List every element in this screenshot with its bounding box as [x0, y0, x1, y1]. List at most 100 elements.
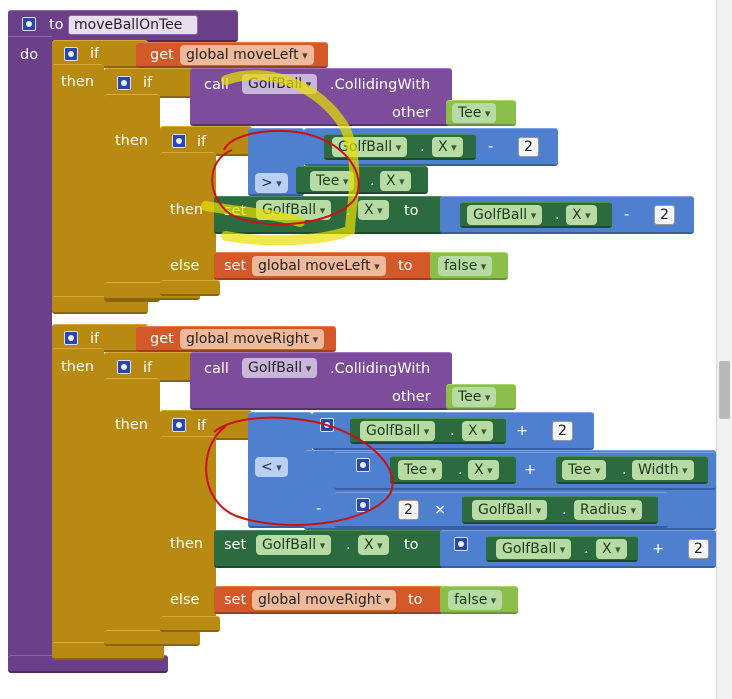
to-label: to [408, 592, 423, 608]
procedure-to-label: to [49, 17, 64, 33]
scrollbar-thumb[interactable] [719, 361, 730, 419]
component-dropdown-tee[interactable]: Tee [562, 460, 607, 480]
variable-dropdown-moveleft[interactable]: global moveLeft [180, 45, 314, 65]
component-dropdown-tee[interactable]: Tee [452, 387, 497, 407]
component-dropdown-golfball[interactable]: GolfBall [496, 539, 572, 559]
component-dropdown-tee[interactable]: Tee [310, 171, 355, 191]
mutator-gear-icon[interactable] [356, 458, 370, 472]
property-dropdown-x[interactable]: X [596, 539, 627, 559]
get-label: get [150, 47, 174, 63]
if-compare-1-spine [160, 152, 216, 296]
property-dropdown-x[interactable]: X [462, 421, 493, 441]
to-label: to [404, 537, 419, 553]
dot-label: . [562, 502, 567, 518]
component-dropdown-golfball[interactable]: GolfBall [467, 205, 543, 225]
mutator-gear-icon[interactable] [356, 498, 370, 512]
then-label: then [61, 74, 94, 90]
number-field[interactable]: 2 [552, 421, 573, 441]
variable-dropdown-moveright[interactable]: global moveRight [252, 590, 397, 610]
method-label: .CollidingWith [330, 361, 431, 377]
if-label: if [197, 134, 207, 150]
dot-label: . [370, 173, 375, 189]
if-moveright-then-spine [52, 348, 104, 660]
procedure-name-field[interactable]: moveBallOnTee [68, 15, 198, 35]
property-dropdown-x[interactable]: X [358, 535, 389, 555]
if-colliding-1-spine [104, 94, 160, 302]
multiply-operator-label: × [434, 502, 447, 518]
dot-label: . [555, 207, 560, 223]
call-label: call [204, 361, 229, 377]
compare-operator-dropdown[interactable]: < [255, 457, 288, 477]
property-dropdown-x[interactable]: X [566, 205, 597, 225]
blocks-workspace[interactable]: to moveBallOnTee do if then get global m… [0, 0, 716, 699]
if-label: if [143, 75, 153, 91]
minus-operator-label: - [624, 207, 630, 223]
number-field[interactable]: 2 [518, 137, 539, 157]
component-dropdown-golfball[interactable]: GolfBall [256, 535, 332, 555]
if-label: if [197, 418, 207, 434]
set-label: set [224, 592, 247, 608]
other-label: other [392, 105, 431, 121]
if-gear-icon[interactable] [64, 331, 78, 345]
mutator-gear-icon[interactable] [454, 537, 468, 551]
dot-label: . [458, 462, 463, 478]
property-dropdown-x[interactable]: X [432, 137, 463, 157]
plus-operator-label: + [652, 541, 665, 557]
if-gear-icon[interactable] [172, 134, 186, 148]
else-label: else [170, 592, 200, 608]
call-colliding-block-2[interactable] [190, 352, 452, 410]
variable-dropdown-moveleft[interactable]: global moveLeft [252, 256, 386, 276]
procedure-do-label: do [20, 47, 39, 63]
if-moveleft-then-spine [52, 64, 104, 314]
if-compare-1-footer [160, 280, 220, 296]
property-dropdown-width[interactable]: Width [632, 460, 694, 480]
red-circle-2 [205, 416, 394, 526]
property-dropdown-x[interactable]: X [468, 460, 499, 480]
red-circle-1 [211, 129, 360, 226]
vertical-scrollbar[interactable] [716, 0, 732, 699]
variable-dropdown-moveright[interactable]: global moveRight [180, 329, 325, 349]
set-label: set [224, 258, 247, 274]
boolean-dropdown-false[interactable]: false [438, 256, 493, 276]
minus-operator-label: - [488, 139, 494, 155]
dot-label: . [346, 537, 351, 553]
if-gear-icon[interactable] [64, 47, 78, 61]
then-label: then [170, 536, 203, 552]
compare-operator-dropdown[interactable]: > [255, 173, 288, 193]
if-gear-icon[interactable] [117, 76, 131, 90]
if-compare-2-footer [160, 616, 220, 632]
annotation-overlay [201, 70, 394, 526]
component-dropdown-tee[interactable]: Tee [452, 103, 497, 123]
if-label: if [90, 46, 100, 62]
number-field[interactable]: 2 [398, 500, 419, 520]
if-gear-icon[interactable] [172, 418, 186, 432]
dot-label: . [420, 139, 425, 155]
dot-label: . [584, 541, 589, 557]
other-label: other [392, 389, 431, 405]
to-label: to [398, 258, 413, 274]
get-label: get [150, 331, 174, 347]
property-dropdown-x[interactable]: X [358, 200, 389, 220]
mutator-gear-icon[interactable] [22, 17, 36, 31]
dot-label: . [622, 462, 627, 478]
method-label: .CollidingWith [330, 77, 431, 93]
minus-operator-label: - [316, 501, 322, 517]
number-field[interactable]: 2 [654, 205, 675, 225]
number-field[interactable]: 2 [688, 539, 709, 559]
component-dropdown-golfball[interactable]: GolfBall [242, 358, 318, 378]
if-colliding-2-footer [104, 630, 200, 646]
property-dropdown-radius[interactable]: Radius [574, 500, 642, 520]
component-dropdown-golfball[interactable]: GolfBall [472, 500, 548, 520]
plus-operator-label: + [524, 462, 537, 478]
component-dropdown-tee[interactable]: Tee [398, 460, 443, 480]
if-gear-icon[interactable] [117, 360, 131, 374]
boolean-dropdown-false[interactable]: false [448, 590, 503, 610]
plus-operator-label: + [516, 423, 529, 439]
set-golfball-x-block-2[interactable] [214, 530, 454, 568]
else-label: else [170, 258, 200, 274]
component-dropdown-golfball[interactable]: GolfBall [360, 421, 436, 441]
property-dropdown-x[interactable]: X [380, 171, 411, 191]
yellow-highlight-stroke [201, 70, 360, 246]
then-label: then [170, 202, 203, 218]
if-label: if [90, 331, 100, 347]
